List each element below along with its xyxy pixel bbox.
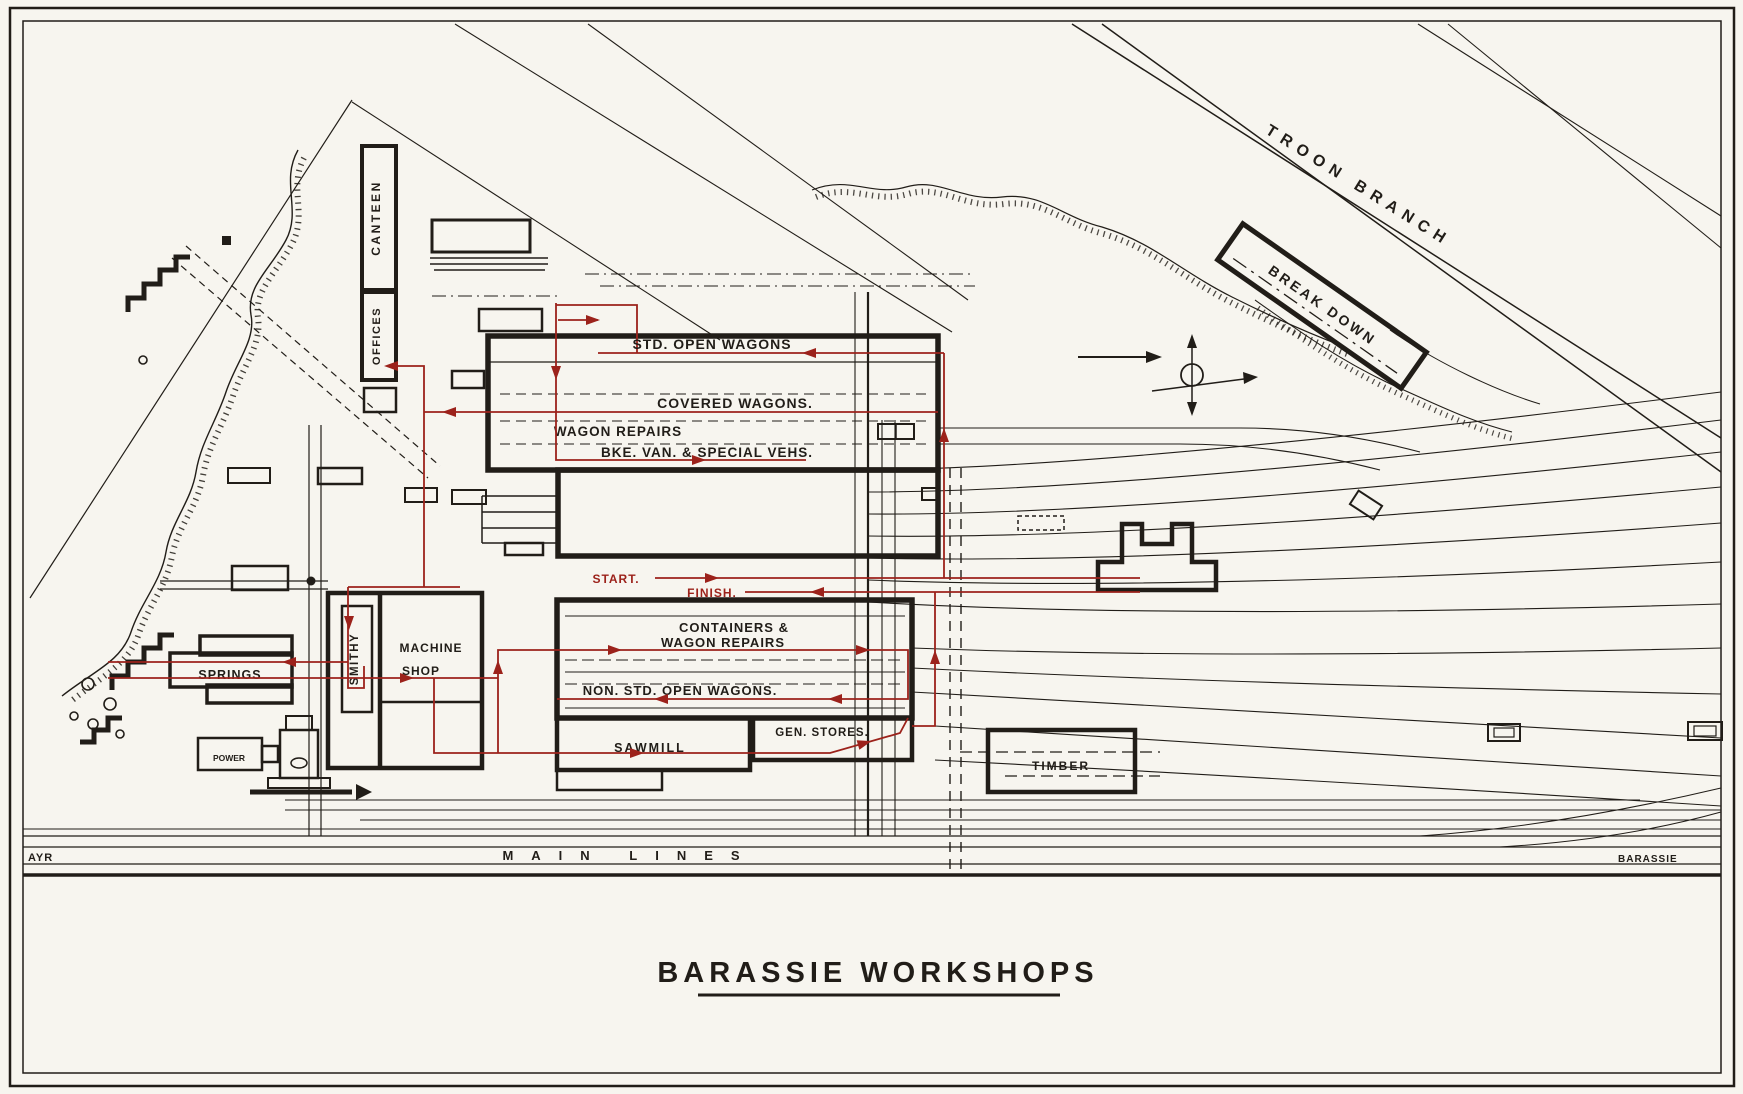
small-huts — [227, 423, 1723, 742]
sawmill-building: SAWMILL — [554, 715, 753, 792]
non-std-open-wagons-label: NON. STD. OPEN WAGONS. — [583, 683, 778, 698]
right-arrow-icon — [1243, 372, 1258, 384]
offices-label: OFFICES — [371, 307, 383, 365]
timber-label: TIMBER — [1032, 759, 1090, 773]
gen-stores-building: GEN. STORES. — [750, 715, 915, 763]
barassie-label: BARASSIE — [1618, 854, 1678, 865]
crossing-symbol — [1078, 334, 1258, 416]
troon-branch: TROON BRANCH — [1262, 122, 1454, 251]
main-lines-band — [23, 787, 1722, 877]
workflow-arrows — [282, 315, 949, 758]
offices-building: OFFICES — [360, 290, 398, 414]
machine-shop-building: SMITHY MACHINE SHOP — [325, 590, 485, 771]
border-frame — [8, 6, 1736, 1088]
right-arrow-icon — [1146, 351, 1162, 363]
springs-label: SPRINGS — [198, 668, 261, 682]
track-lines — [29, 23, 1722, 874]
machine-shop-label-2: SHOP — [402, 664, 440, 678]
wagon-repairs-label: WAGON REPAIRS — [554, 424, 682, 439]
step-structures — [80, 254, 190, 745]
down-arrow-icon — [1187, 402, 1197, 416]
stream — [61, 149, 307, 705]
springs-building: SPRINGS — [168, 634, 294, 705]
power-label: POWER — [213, 753, 245, 763]
stepped-structure — [1095, 521, 1219, 593]
troon-branch-label: TROON BRANCH — [1262, 122, 1454, 251]
std-open-wagons-label: STD. OPEN WAGONS — [632, 336, 791, 352]
canteen-building: CANTEEN — [360, 144, 398, 292]
containers-label-2: WAGON REPAIRS — [661, 635, 785, 650]
covered-wagons-label: COVERED WAGONS. — [657, 395, 813, 411]
boiler-structure — [250, 715, 372, 800]
containers-building: CONTAINERS & WAGON REPAIRS NON. STD. OPE… — [554, 597, 915, 721]
tree-circles — [69, 355, 148, 739]
machine-shop-label-1: MACHINE — [400, 641, 463, 655]
gen-stores-label: GEN. STORES. — [775, 727, 869, 739]
start-label: START. — [592, 572, 639, 586]
bke-van-label: BKE. VAN. & SPECIAL VEHS. — [601, 445, 813, 460]
drawing-title: BARASSIE WORKSHOPS — [657, 957, 1098, 989]
small-marker-square — [222, 236, 231, 245]
canteen-label: CANTEEN — [369, 180, 383, 256]
main-lines-label: MAIN LINES — [502, 848, 757, 863]
finish-label: FINISH. — [687, 586, 737, 600]
pipe-arrow — [356, 784, 372, 800]
containers-label-1: CONTAINERS & — [679, 620, 789, 635]
store-hut — [430, 218, 532, 254]
up-arrow-icon — [1187, 334, 1197, 348]
workflow-route — [108, 303, 1140, 754]
wagon-repairs-annex — [481, 467, 941, 559]
power-house: POWER — [196, 736, 280, 772]
smithy-label: SMITHY — [349, 633, 361, 685]
ayr-label: AYR — [28, 852, 53, 864]
timber-yard: TIMBER — [960, 727, 1160, 795]
